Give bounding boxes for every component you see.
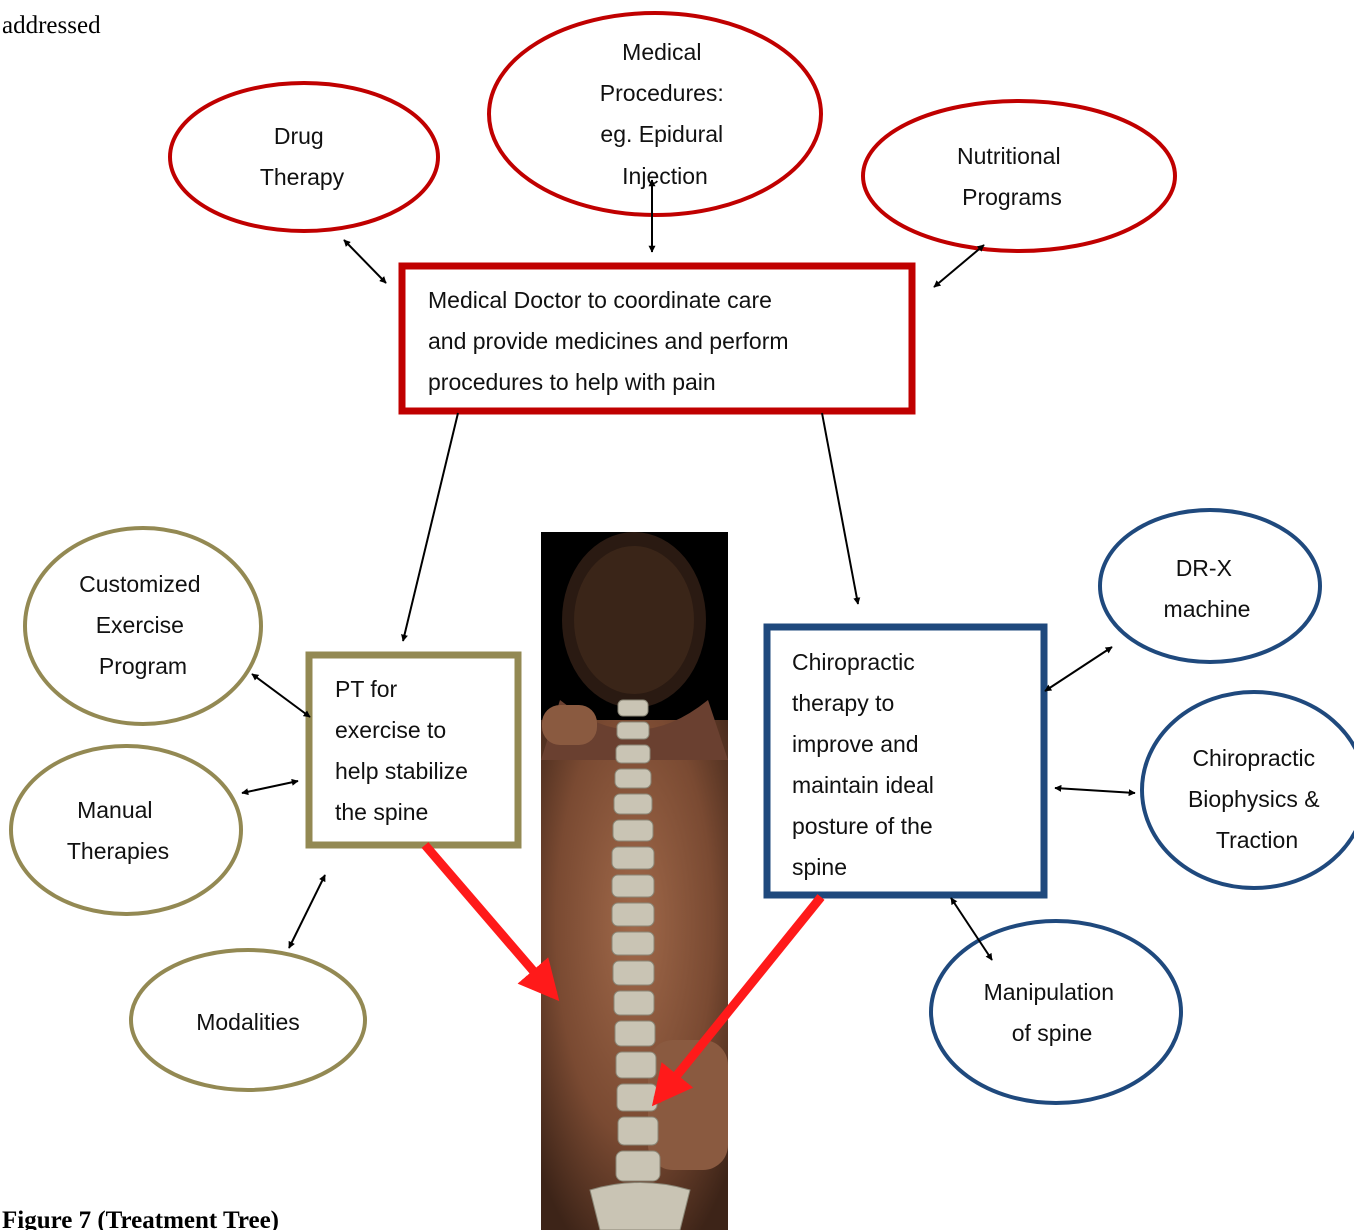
manual-therapies-node [9,744,243,916]
manual-therapies-connector [241,778,299,796]
nutritional-programs-node [861,99,1177,253]
modalities-connector [288,874,326,949]
spine-photo [541,532,728,1230]
drug-therapy-connector [343,239,387,284]
chiropractic-to-spine-red-arrow [651,894,825,1107]
medical-doctor-box [398,262,916,415]
manipulation-node [929,919,1183,1105]
top-text: addressed [2,12,101,39]
manipulation-label: Manipulation of spine [984,979,1121,1046]
nutritional-programs-label: Nutritional Programs [957,143,1067,210]
customized-exercise-label: Customized Exercise Program [79,571,207,679]
chiropractic-biophysics-node [1140,690,1354,890]
drx-machine-connector [1044,646,1113,692]
doctor-to-pt-arrow [401,412,459,642]
chiropractic-therapy-label: Chiropractic therapy to improve and main… [792,649,940,880]
nutritional-programs-connector [933,244,985,288]
figure-caption: Figure 7 (Treatment Tree) [2,1207,279,1230]
pt-box [305,651,522,849]
modalities-label: Modalities [196,1009,300,1035]
drx-machine-label: DR-X machine [1164,555,1251,622]
spine-vertebrae [589,699,691,1230]
medical-procedures-label: Medical Procedures: eg. Epidural Injecti… [600,39,730,189]
chiropractic-biophysics-connector [1054,784,1136,797]
customized-exercise-connector [251,673,311,718]
drug-therapy-label: Drug Therapy [260,123,345,190]
drx-machine-node [1098,508,1322,664]
manipulation-connector [950,897,993,961]
doctor-to-chiropractic-arrow [821,412,861,605]
drug-therapy-node [168,81,440,233]
pt-to-spine-red-arrow [421,842,560,1002]
modalities-node [129,948,367,1092]
pt-label: PT for exercise to help stabilize the sp… [335,676,474,825]
medical-doctor-label: Medical Doctor to coordinate care and pr… [428,287,795,395]
chiropractic-therapy-box [763,623,1048,899]
customized-exercise-node [23,526,263,726]
chiropractic-biophysics-label: Chiropractic Biophysics & Traction [1188,745,1326,853]
manual-therapies-label: Manual Therapies [67,797,169,864]
